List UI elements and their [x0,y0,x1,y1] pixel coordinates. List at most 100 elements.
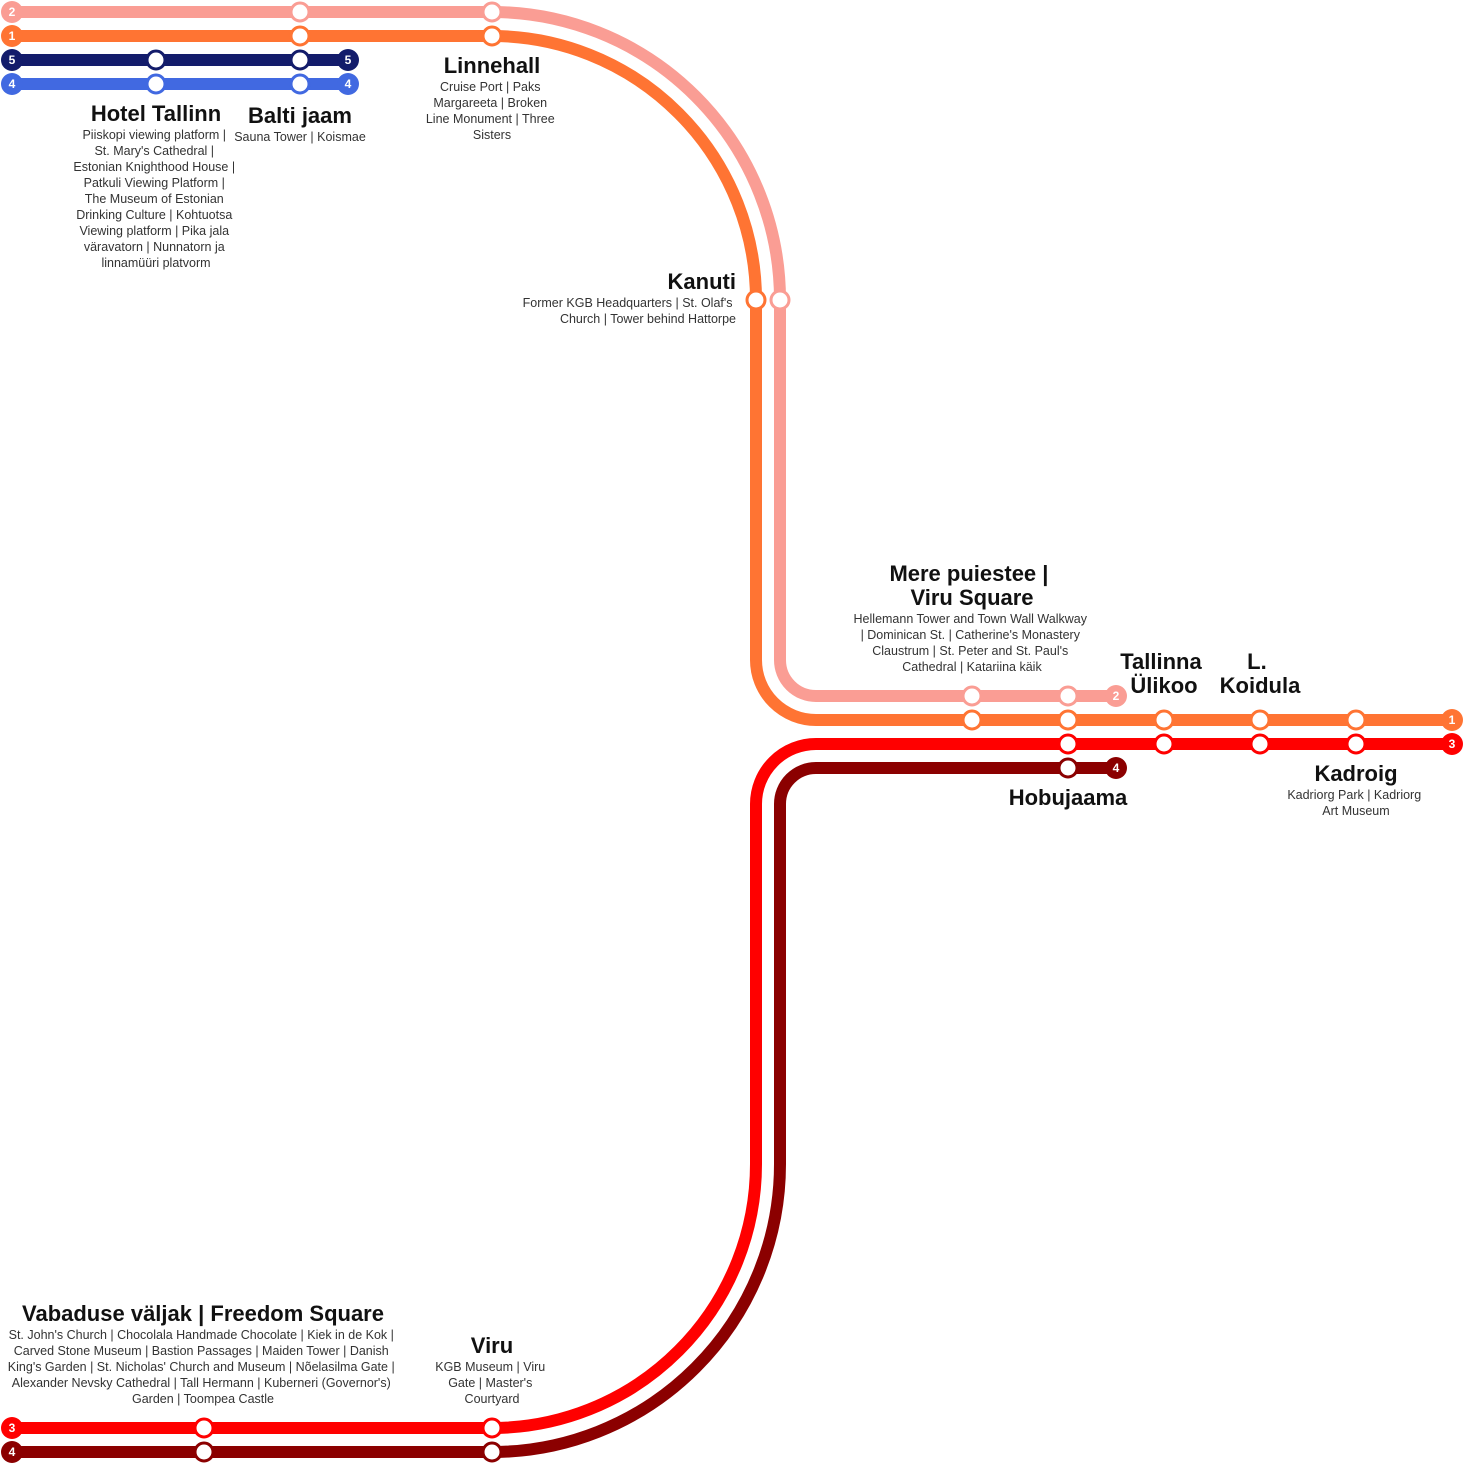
station-marker[interactable] [1057,733,1079,755]
line-1-terminal-badge: 1 [1441,709,1463,731]
station-kanuti[interactable]: Kanuti Former KGB Headquarters | St. Ola… [523,269,736,326]
station-marker[interactable] [1249,709,1271,731]
line-4-route [6,762,1122,1458]
terminal-dot [1,49,23,71]
station-description: Cruise Port | Paks Margareeta | Broken L… [426,80,558,142]
line-5-terminal-badge: 5 [337,49,359,71]
line-number: 1 [9,29,16,43]
route-lines [6,6,1458,1458]
line-1-route [6,30,1458,726]
station-name: Balti jaam [248,103,352,128]
station-name: Vabaduse väljak | Freedom Square [22,1301,384,1326]
station-name: Viru [471,1333,513,1358]
station-name: Kanuti [668,269,736,294]
line-number: 3 [9,1421,16,1435]
station-description: Kadriorg Park | Kadriorg Art Museum [1287,788,1424,818]
terminal-dot [1105,757,1127,779]
terminal-dot [337,73,359,95]
station-marker[interactable] [961,709,983,731]
line-number: 4 [345,77,352,91]
station-marker[interactable] [1249,733,1271,755]
line-4-terminal-badge: 4 [337,73,359,95]
station-hotel-tallinn[interactable]: Hotel Tallinn Piiskopi viewing platform … [73,101,238,270]
station-marker[interactable] [481,1441,503,1463]
terminal-dot [1,25,23,47]
station-name: Tallinna Ülikoo [1120,649,1208,698]
line-2-terminal-badge: 2 [1,1,23,23]
station-marker[interactable] [1057,709,1079,731]
station-viru[interactable]: Viru KGB Museum | Viru Gate | Master's C… [435,1333,548,1406]
station-marker[interactable] [145,73,167,95]
station-marker[interactable] [289,73,311,95]
station-marker[interactable] [1057,757,1079,779]
station-marker[interactable] [481,1417,503,1439]
station-name: Mere puiestee | Viru Square [889,561,1054,610]
line-1-terminal-badge: 1 [1,25,23,47]
station-hobujaama[interactable]: Hobujaama [1009,785,1128,810]
line-number: 5 [345,53,352,67]
station-balti-jaam[interactable]: Balti jaam Sauna Tower | Koismae [234,103,366,144]
station-vabaduse-valjak[interactable]: Vabaduse väljak | Freedom Square St. Joh… [8,1301,398,1406]
station-marker[interactable] [289,49,311,71]
station-name: Hobujaama [1009,785,1128,810]
station-marker[interactable] [145,49,167,71]
line-number: 4 [9,1445,16,1459]
station-description: Piiskopi viewing platform | St. Mary's C… [73,128,238,270]
terminal-dot [1441,733,1463,755]
terminal-dot [1441,709,1463,731]
station-linnehall[interactable]: Linnehall Cruise Port | Paks Margareeta … [426,53,558,142]
terminal-dot [1,73,23,95]
station-marker[interactable] [1153,733,1175,755]
station-description: Former KGB Headquarters | St. Olaf's Chu… [523,296,736,326]
station-marker[interactable] [289,1,311,23]
station-marker[interactable] [289,25,311,47]
line-2-route [6,6,1122,702]
station-description: St. John's Church | Chocolala Handmade C… [8,1328,398,1406]
line-number: 2 [9,5,16,19]
station-marker[interactable] [193,1417,215,1439]
station-marker[interactable] [1345,709,1367,731]
station-marker[interactable] [745,289,767,311]
station-l-koidula[interactable]: L. Koidula [1220,649,1301,698]
station-marker[interactable] [193,1441,215,1463]
terminal-dot [1,1441,23,1463]
station-tallinna-ulikoo[interactable]: Tallinna Ülikoo [1120,649,1208,698]
line-number: 4 [1113,761,1120,775]
line-3-terminal-badge: 3 [1,1417,23,1439]
station-name: L. Koidula [1220,649,1301,698]
station-name: Hotel Tallinn [91,101,221,126]
line-2-terminal-badge: 2 [1105,685,1127,707]
station-marker[interactable] [1153,709,1175,731]
line-5-terminal-badge: 5 [1,49,23,71]
line-number: 2 [1113,689,1120,703]
station-kadroig[interactable]: Kadroig Kadriorg Park | Kadriorg Art Mus… [1287,761,1424,818]
station-marker[interactable] [1057,685,1079,707]
line-4-terminal-badge: 4 [1,73,23,95]
terminal-dot [1,1417,23,1439]
line-number: 4 [9,77,16,91]
line-number: 1 [1449,713,1456,727]
terminal-dot [1105,685,1127,707]
station-name: Kadroig [1314,761,1397,786]
station-description: KGB Museum | Viru Gate | Master's Courty… [435,1360,548,1406]
station-marker[interactable] [481,25,503,47]
station-description: Hellemann Tower and Town Wall Walkway | … [854,612,1091,674]
station-marker[interactable] [1345,733,1367,755]
line-3-terminal-badge: 3 [1441,733,1463,755]
line-4-terminal-badge: 4 [1105,757,1127,779]
line-number: 3 [1449,737,1456,751]
station-description: Sauna Tower | Koismae [234,130,366,144]
line-number: 5 [9,53,16,67]
station-marker[interactable] [769,289,791,311]
line-4-terminal-badge: 4 [1,1441,23,1463]
terminal-dot [337,49,359,71]
station-markers [145,1,1367,1463]
station-marker[interactable] [481,1,503,23]
line-3-route [6,738,1458,1434]
station-mere-puiestee[interactable]: Mere puiestee | Viru Square Hellemann To… [854,561,1091,674]
station-marker[interactable] [961,685,983,707]
station-name: Linnehall [444,53,541,78]
terminal-dot [1,1,23,23]
